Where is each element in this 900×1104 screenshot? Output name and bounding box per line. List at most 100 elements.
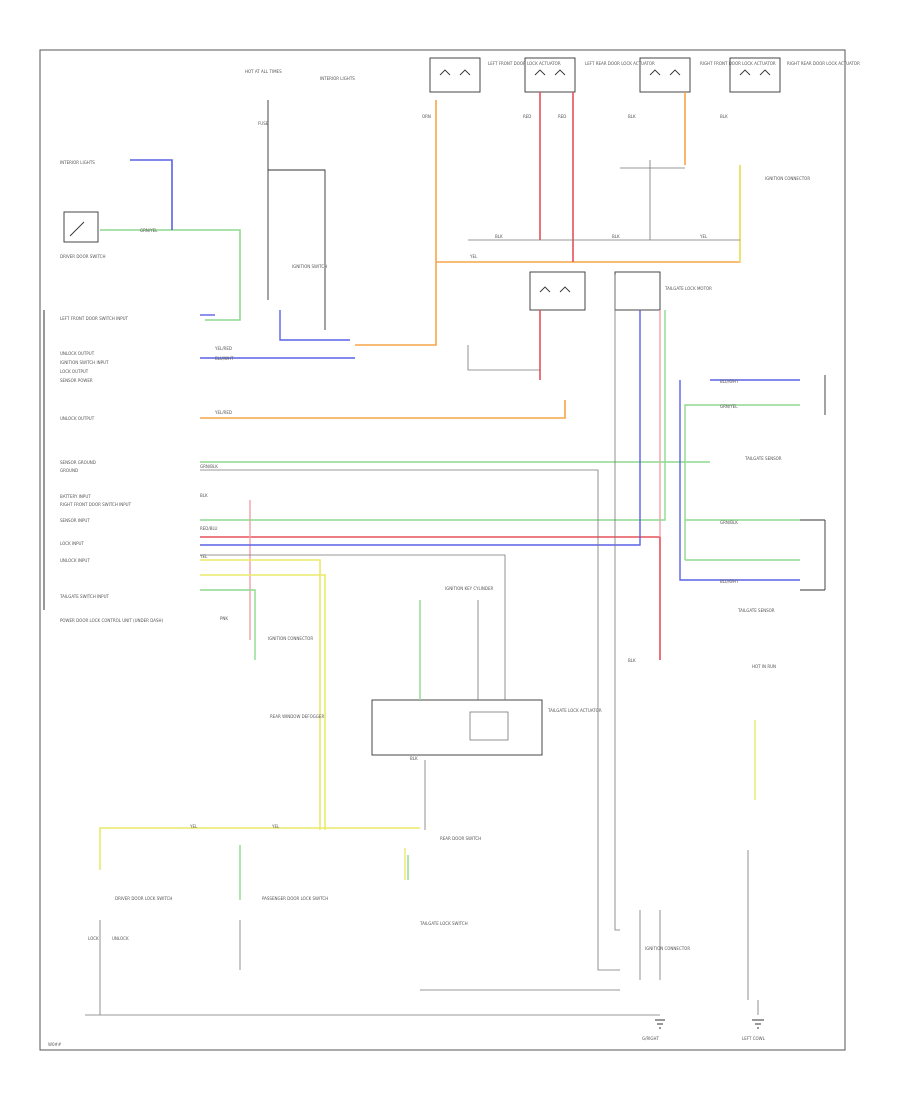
label-module: POWER DOOR LOCK CONTROL UNIT (UNDER DASH… (60, 618, 163, 623)
wire-green (200, 589, 256, 660)
wire-tag: GRN/YEL (720, 404, 738, 409)
wire-tag: YEL (699, 234, 708, 239)
wire-red (200, 536, 661, 660)
label-sensor-power: SENSOR POWER (60, 378, 93, 383)
wire-tag: YEL (469, 254, 478, 259)
wire-tag: BLU/WHT (720, 379, 739, 384)
wire-orange (200, 400, 566, 419)
label-left-front-door-input: LEFT FRONT DOOR SWITCH INPUT (60, 316, 129, 321)
motor-symbol (534, 69, 566, 76)
wire-blue (279, 310, 350, 341)
tailgate-actuator-box (529, 271, 586, 311)
motor-symbol (539, 286, 571, 293)
label-sensor-ground: SENSOR GROUND (60, 460, 96, 465)
label-right-rear-actuator: RIGHT REAR DOOR LOCK ACTUATOR (787, 61, 860, 66)
label-interior-lights: INTERIOR LIGHTS (320, 76, 355, 81)
tailgate-motor-box (614, 271, 661, 311)
wire-orange (355, 100, 437, 346)
label-ignition-connector-right: IGNITION CONNECTOR (765, 176, 810, 181)
label-tailgate-sensor: TAILGATE SENSOR (744, 456, 782, 461)
ground-symbols (655, 1019, 764, 1029)
label-right-front-door-input: RIGHT FRONT DOOR SWITCH INPUT (60, 502, 132, 507)
label-unlock-input: UNLOCK INPUT (60, 558, 90, 563)
label-hot-in-run: HOT IN RUN (752, 664, 776, 669)
wire-yellow (99, 827, 420, 870)
rear-sensor-bracket (800, 375, 826, 591)
wire-tag: GRN/YEL (140, 228, 158, 233)
wire-tag: BLK (628, 114, 636, 119)
wire-tag: BLK (628, 658, 636, 663)
ground-icon (752, 1019, 764, 1029)
label-driver-door-lock-switch: DRIVER DOOR LOCK SWITCH (115, 896, 172, 901)
label-unlock: UNLOCK (112, 936, 129, 941)
wire-tag: YEL (271, 824, 280, 829)
label-ignition-connector-bottom: IGNITION CONNECTOR (645, 946, 690, 951)
left-rear-actuator-box (524, 57, 576, 93)
wire-tag: BLK (612, 234, 620, 239)
label-left-cowl: LEFT COWL (742, 1036, 766, 1041)
label-driver-door-switch: DRIVER DOOR SWITCH (60, 254, 105, 259)
driver-door-switch-box (63, 211, 99, 243)
wire-green (684, 404, 800, 560)
label-page-id: W0## (48, 1042, 62, 1047)
label-tailgate-lock-actuator: TAILGATE LOCK ACTUATOR (547, 708, 602, 713)
label-interior-lights-left: INTERIOR LIGHTS (60, 160, 95, 165)
wire-tag: BLK (200, 493, 208, 498)
label-fuse: FUSE (258, 121, 269, 126)
wire-tag: YEL (189, 824, 198, 829)
label-unlock-output-2: UNLOCK OUTPUT (60, 416, 95, 421)
wire-black (200, 469, 620, 971)
label-left-rear-actuator: LEFT REAR DOOR LOCK ACTUATOR (585, 61, 655, 66)
wire-tag: BLK (410, 756, 418, 761)
label-tailgate-lock-switch: TAILGATE LOCK SWITCH (419, 921, 468, 926)
wire-tag: RED (558, 114, 566, 119)
label-rear-door-switch: REAR DOOR SWITCH (440, 836, 481, 841)
label-lock-input: LOCK INPUT (60, 541, 84, 546)
wire-tag: YEL/RED (214, 346, 232, 351)
wire-tag: YEL (199, 554, 208, 559)
wire-black (99, 920, 241, 1015)
label-battery-input: BATTERY INPUT (60, 494, 91, 499)
motor-symbol (439, 69, 471, 76)
label-tailgate-sensor-rear: TAILGATE SENSOR (737, 608, 775, 613)
label-ignition-key-cylinder: IGNITION KEY CYLINDER (445, 586, 494, 591)
wire-green (100, 229, 241, 321)
tailgate-switch-inner (469, 711, 509, 741)
wire-tag: PNK (220, 616, 228, 621)
wire-green (200, 310, 666, 521)
label-g-right: G/RIGHT (642, 1036, 660, 1041)
wire-orange (436, 165, 741, 263)
wire-tag: ORN (422, 114, 431, 119)
label-rear-window-defogger: REAR WINDOW DEFOGGER (270, 714, 324, 719)
label-lock: LOCK (88, 936, 99, 941)
label-tailgate-lock-motor: TAILGATE LOCK MOTOR (664, 286, 712, 291)
label-unlock-output: UNLOCK OUTPUT (60, 351, 95, 356)
label-ignition-switch: IGNITION SWITCH (292, 264, 327, 269)
wire-tag: BLU/WHT (215, 356, 234, 361)
wire-yellow (200, 574, 326, 830)
left-front-actuator-box (429, 57, 481, 93)
diagram-frame (39, 49, 846, 1051)
label-sensor-input: SENSOR INPUT (60, 518, 90, 523)
top-actuator-boxes (429, 57, 781, 93)
wires-group (99, 92, 800, 900)
wire-green (239, 845, 409, 900)
wire-tag: BLK (720, 114, 728, 119)
label-passenger-door-lock-switch: PASSENGER DOOR LOCK SWITCH (262, 896, 328, 901)
wire-tag: GRN/BLK (200, 464, 218, 469)
wire-tag: BLK (495, 234, 503, 239)
wire-yellow (200, 559, 321, 830)
label-right-front-actuator: RIGHT FRONT DOOR LOCK ACTUATOR (700, 61, 776, 66)
wire-black (267, 100, 326, 330)
motor-symbol (739, 69, 771, 76)
ground-icon (655, 1019, 665, 1029)
wire-blue (200, 310, 641, 546)
dark-wires-group (85, 100, 759, 1016)
label-ignition-input: IGNITION SWITCH INPUT (60, 360, 109, 365)
label-lock-output: LOCK OUTPUT (60, 369, 89, 374)
wire-black (614, 275, 620, 931)
wire-tag: BLU/WHT (720, 579, 739, 584)
wire-tag: RED/BLU (200, 526, 218, 531)
